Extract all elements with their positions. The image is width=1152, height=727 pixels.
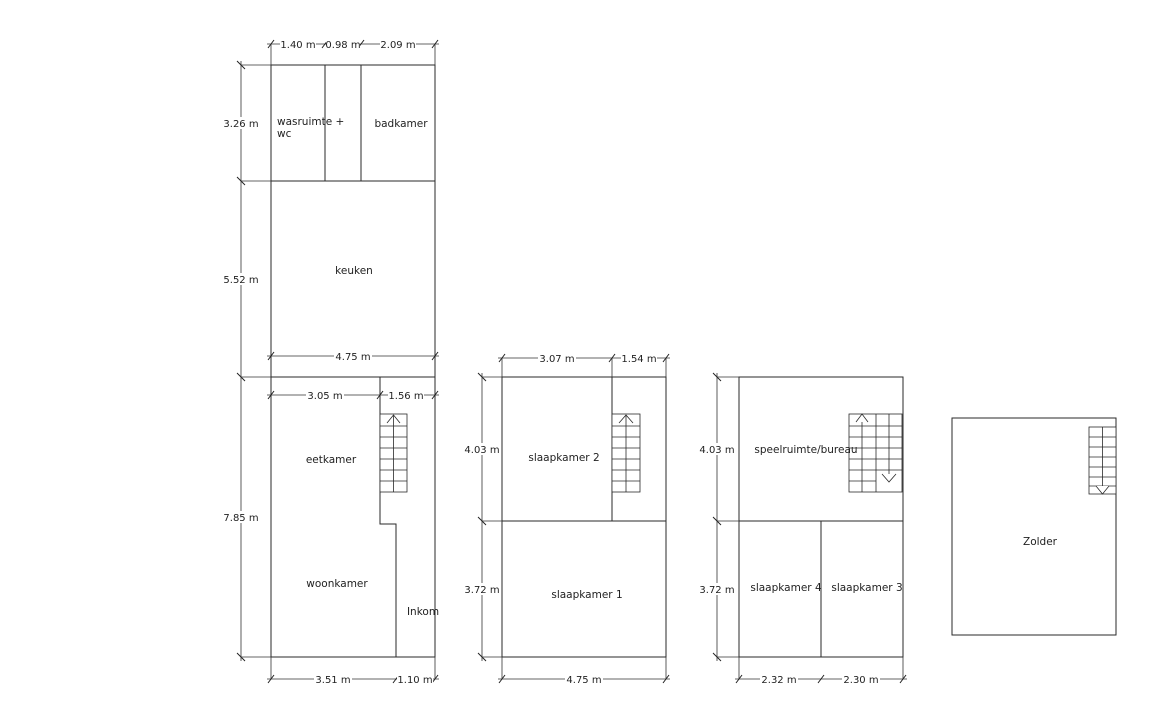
room-slaapkamer-2: slaapkamer 2 xyxy=(528,452,599,464)
room-wasruimte-line2: wc xyxy=(277,128,292,140)
dim-gf-left-3: 7.85 m xyxy=(223,513,258,524)
room-slaapkamer-4: slaapkamer 4 xyxy=(750,582,822,594)
dimension-labels: 1.40 m 0.98 m 2.09 m 3.26 m 5.52 m 7.85 … xyxy=(222,38,880,686)
ground-floor-front xyxy=(270,376,436,658)
dim-gf-front-1: 3.05 m xyxy=(307,391,342,402)
room-zolder: Zolder xyxy=(1023,536,1058,548)
room-wasruimte-line1: wasruimte + xyxy=(277,116,344,128)
room-eetkamer: eetkamer xyxy=(306,454,357,466)
dim-gf-top-1: 1.40 m xyxy=(280,40,315,51)
dim-ff-top-2: 1.54 m xyxy=(621,354,656,365)
room-badkamer: badkamer xyxy=(374,118,428,130)
attic xyxy=(951,417,1117,636)
second-floor xyxy=(738,376,904,658)
staircase-attic xyxy=(1088,426,1117,495)
dim-gf-top-3: 2.09 m xyxy=(380,40,415,51)
room-keuken: keuken xyxy=(335,265,373,277)
dim-ff-bottom: 4.75 m xyxy=(566,675,601,686)
dim-gf-bottom-1: 3.51 m xyxy=(315,675,350,686)
dim-gf-mid-width: 4.75 m xyxy=(335,352,370,363)
room-inkom: Inkom xyxy=(407,606,439,618)
dim-sf-bottom-1: 2.32 m xyxy=(761,675,796,686)
dim-sf-left-1: 4.03 m xyxy=(699,445,734,456)
dim-gf-left-2: 5.52 m xyxy=(223,275,258,286)
wall-outline-front xyxy=(270,376,436,658)
dim-sf-bottom-2: 2.30 m xyxy=(843,675,878,686)
dim-ff-left-1: 4.03 m xyxy=(464,445,499,456)
staircase-second xyxy=(848,413,903,493)
dim-sf-left-2: 3.72 m xyxy=(699,585,734,596)
dimension-lines xyxy=(236,39,907,684)
wall-outline-first xyxy=(501,376,667,658)
dim-ff-top-1: 3.07 m xyxy=(539,354,574,365)
dim-gf-bottom-2: 1.10 m xyxy=(397,675,432,686)
wall-outline-rear xyxy=(270,64,436,378)
dim-gf-left-1: 3.26 m xyxy=(223,119,258,130)
dim-ff-left-2: 3.72 m xyxy=(464,585,499,596)
room-slaapkamer-3: slaapkamer 3 xyxy=(831,582,902,594)
room-speelruimte: speelruimte/bureau xyxy=(754,444,857,456)
room-labels: wasruimte + wc badkamer keuken eetkamer … xyxy=(277,116,1058,618)
first-floor xyxy=(501,376,667,658)
staircase-ground xyxy=(379,413,408,493)
wall-outline-attic xyxy=(951,417,1117,636)
dim-gf-front-2: 1.56 m xyxy=(388,391,423,402)
ground-floor-rear xyxy=(270,64,436,378)
room-slaapkamer-1: slaapkamer 1 xyxy=(551,589,622,601)
staircase-first xyxy=(611,413,641,493)
room-woonkamer: woonkamer xyxy=(306,578,368,590)
dim-gf-top-2: 0.98 m xyxy=(325,40,360,51)
